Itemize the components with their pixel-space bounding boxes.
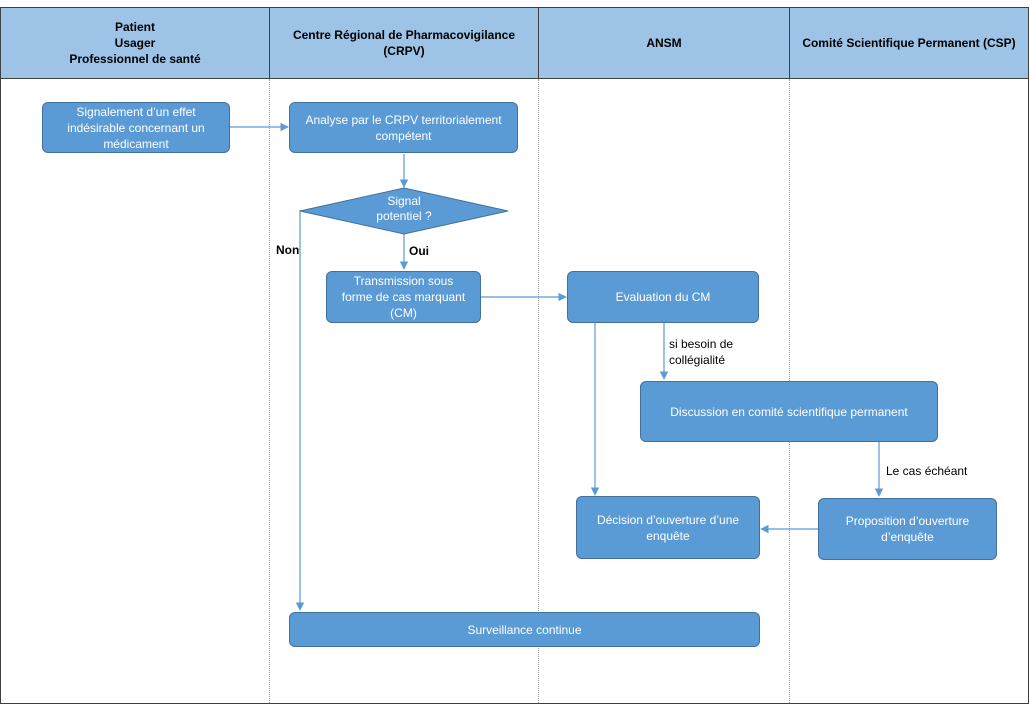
node-label: Proposition d’ouverture d’enquête: [845, 514, 970, 544]
node-label: Evaluation du CM: [615, 290, 711, 304]
node-label: Transmission sous forme de cas marquant …: [341, 274, 466, 320]
lane-divider: [269, 79, 270, 703]
node-signalement: Signalement d’un effet indésirable conce…: [42, 102, 230, 153]
node-analyse: Analyse par le CRPV territorialement com…: [289, 102, 518, 153]
node-transmission: Transmission sous forme de cas marquant …: [326, 271, 481, 323]
lane-divider: [538, 79, 539, 703]
node-discussion: Discussion en comité scientifique perman…: [640, 381, 938, 442]
edge-label-echeant: Le cas échéant: [886, 464, 968, 478]
lane-header-crpv: Centre Régional de Pharmacovigilance (CR…: [269, 7, 539, 79]
node-decision: Décision d’ouverture d’une enquête: [576, 496, 760, 559]
node-signal-label: Signal potentiel ?: [376, 194, 432, 223]
decision-diamond: [299, 187, 509, 235]
lane-title: ANSM: [646, 36, 682, 50]
edge-label-non: Non: [276, 243, 300, 257]
node-label: Analyse par le CRPV territorialement com…: [305, 112, 502, 143]
node-surveillance: Surveillance continue: [289, 612, 760, 647]
node-label: Discussion en comité scientifique perman…: [670, 404, 908, 419]
lane-title: Patient Usager Professionnel de santé: [69, 20, 201, 66]
lane-title: Comité Scientifique Permanent (CSP): [802, 36, 1016, 50]
node-evaluation: Evaluation du CM: [567, 271, 759, 323]
lane-header-patient: Patient Usager Professionnel de santé: [0, 7, 270, 79]
node-label: Décision d’ouverture d’une enquête: [596, 512, 740, 543]
lane-header-csp: Comité Scientifique Permanent (CSP): [789, 7, 1029, 79]
node-label: Signalement d’un effet indésirable conce…: [67, 104, 205, 151]
edge-label-besoin: si besoin de collégialité: [669, 337, 734, 367]
node-label: Surveillance continue: [467, 622, 582, 637]
edge-label-oui: Oui: [409, 244, 429, 258]
node-proposition: Proposition d’ouverture d’enquête: [818, 498, 997, 560]
lane-title: Centre Régional de Pharmacovigilance (CR…: [292, 28, 516, 58]
